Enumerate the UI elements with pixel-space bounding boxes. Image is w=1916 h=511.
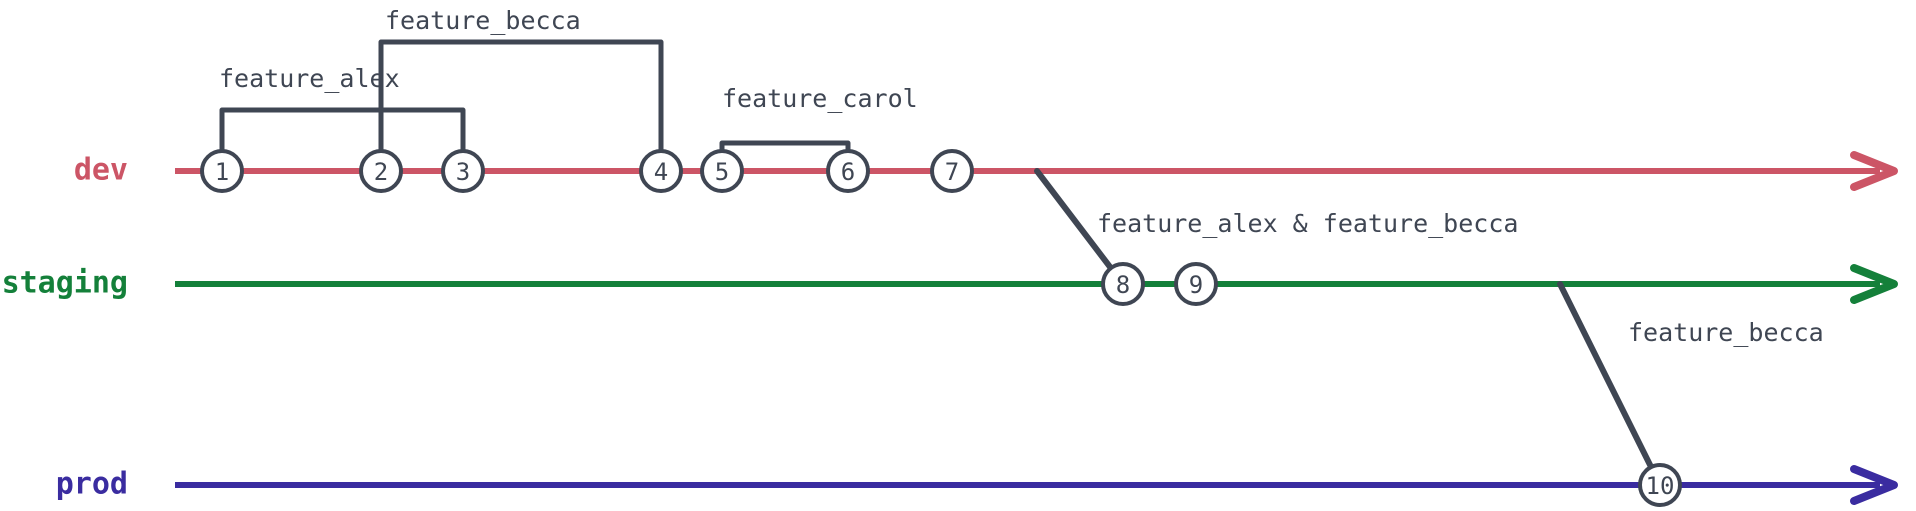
merge-connector-dev-to-staging xyxy=(1034,168,1126,287)
commit-nodes-layer: 1 2 3 4 5 6 7 8 9 10 xyxy=(200,149,1682,507)
commit-circle-5[interactable] xyxy=(700,149,744,193)
branch-line-prod xyxy=(175,465,1898,505)
branch-line-staging xyxy=(175,264,1898,304)
commit-label-4: 4 xyxy=(654,158,668,186)
bracket-path-feature_alex xyxy=(219,107,466,174)
branch-arrowhead-dev xyxy=(1850,151,1898,191)
branch-label-prod: prod xyxy=(56,467,128,502)
commit-label-8: 8 xyxy=(1116,271,1130,299)
commit-node-4[interactable]: 4 xyxy=(639,149,683,193)
commit-label-7: 7 xyxy=(945,158,959,186)
commit-node-9[interactable]: 9 xyxy=(1174,262,1218,306)
commit-node-1[interactable]: 1 xyxy=(200,149,244,193)
commit-circle-1[interactable] xyxy=(200,149,244,193)
commit-node-3[interactable]: 3 xyxy=(441,149,485,193)
commit-label-5: 5 xyxy=(715,158,729,186)
commit-label-9: 9 xyxy=(1189,271,1203,299)
branch-arrowhead-prod xyxy=(1850,465,1898,505)
commit-circle-6[interactable] xyxy=(826,149,870,193)
feature-brackets-layer: feature_alex feature_becca feature_carol xyxy=(219,6,918,174)
commit-circle-2[interactable] xyxy=(359,149,403,193)
commit-label-6: 6 xyxy=(841,158,855,186)
commit-circle-9[interactable] xyxy=(1174,262,1218,306)
feature-label-feature_becca: feature_becca xyxy=(385,6,581,35)
commit-label-2: 2 xyxy=(374,158,388,186)
branch-label-dev: dev xyxy=(74,153,128,188)
merge-staging-to-prod: feature_becca xyxy=(1557,281,1824,488)
feature-bracket-feature_becca: feature_becca xyxy=(378,6,664,174)
branch-arrowhead-staging xyxy=(1850,264,1898,304)
bracket-path-feature_becca xyxy=(378,39,664,174)
merge-label-dev-to-staging: feature_alex & feature_becca xyxy=(1097,209,1518,238)
commit-label-3: 3 xyxy=(456,158,470,186)
commit-circle-3[interactable] xyxy=(441,149,485,193)
commit-circle-7[interactable] xyxy=(930,149,974,193)
feature-label-feature_carol: feature_carol xyxy=(722,84,918,113)
commit-node-2[interactable]: 2 xyxy=(359,149,403,193)
merge-dev-to-staging: feature_alex & feature_becca xyxy=(1034,168,1518,287)
branch-label-staging: staging xyxy=(2,266,128,301)
commit-label-1: 1 xyxy=(215,158,229,186)
commit-node-6[interactable]: 6 xyxy=(826,149,870,193)
commit-circle-8[interactable] xyxy=(1101,262,1145,306)
feature-bracket-feature_carol: feature_carol xyxy=(719,84,918,174)
feature-label-feature_alex: feature_alex xyxy=(219,64,400,93)
feature-bracket-feature_alex: feature_alex xyxy=(219,64,466,174)
commit-circle-10[interactable] xyxy=(1638,463,1682,507)
commit-node-10[interactable]: 10 xyxy=(1638,463,1682,507)
branch-labels-layer: dev staging prod xyxy=(2,153,128,502)
commit-node-5[interactable]: 5 xyxy=(700,149,744,193)
commit-node-7[interactable]: 7 xyxy=(930,149,974,193)
commit-circle-4[interactable] xyxy=(639,149,683,193)
merge-connectors-layer: feature_alex & feature_becca feature_becc… xyxy=(1034,168,1824,488)
commit-label-10: 10 xyxy=(1646,472,1675,500)
merge-label-staging-to-prod: feature_becca xyxy=(1628,318,1824,347)
merge-connector-staging-to-prod xyxy=(1557,281,1663,488)
commit-node-8[interactable]: 8 xyxy=(1101,262,1145,306)
